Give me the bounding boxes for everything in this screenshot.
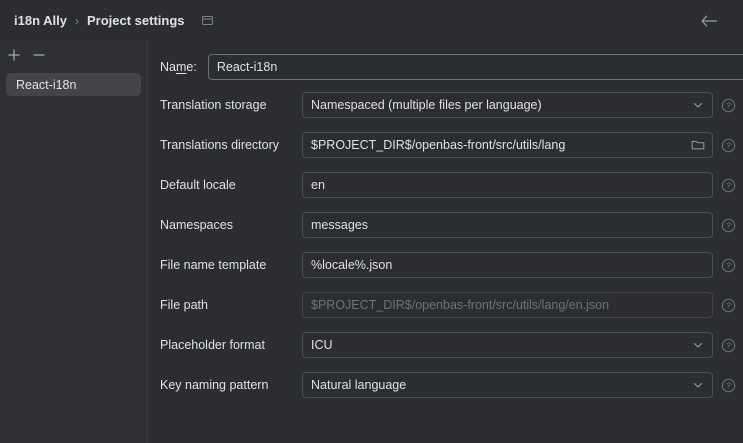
settings-form: Name: React-i18n Translation storage Nam… — [148, 41, 743, 443]
name-input[interactable]: React-i18n — [207, 54, 743, 80]
projects-list: React-i18n — [0, 68, 147, 96]
namespaces-input[interactable]: messages — [302, 212, 713, 238]
default-locale-input[interactable]: en — [302, 172, 713, 198]
file-path-input: $PROJECT_DIR$/openbas-front/src/utils/la… — [302, 292, 713, 318]
key-naming-pattern-value: Natural language — [311, 378, 407, 392]
form-row-name: Name: React-i18n — [148, 49, 743, 85]
folder-icon[interactable] — [687, 133, 709, 157]
form-row-key-naming-pattern: Key naming pattern Natural language ? — [148, 365, 743, 405]
form-row-default-locale: Default locale en ? — [148, 165, 743, 205]
name-input-value: React-i18n — [216, 60, 278, 74]
remove-project-button[interactable] — [28, 44, 50, 66]
svg-text:?: ? — [726, 220, 731, 230]
svg-text:?: ? — [726, 180, 731, 190]
help-circle-icon-namespaces[interactable]: ? — [713, 218, 743, 233]
svg-text:?: ? — [726, 380, 731, 390]
plus-icon — [8, 49, 20, 60]
chevron-down-icon[interactable] — [687, 373, 709, 397]
placeholder-format-label: Placeholder format — [160, 338, 265, 352]
breadcrumb-item-root[interactable]: i18n Ally — [14, 13, 67, 28]
panel-window-icon[interactable] — [201, 14, 214, 27]
form-row-translations-directory: Translations directory $PROJECT_DIR$/ope… — [148, 125, 743, 165]
minus-icon — [33, 53, 45, 56]
translation-storage-value: Namespaced (multiple files per language) — [311, 98, 542, 112]
form-row-placeholder-format: Placeholder format ICU ? — [148, 325, 743, 365]
translations-directory-label: Translations directory — [160, 138, 280, 152]
dialog-body: React-i18n Name: React-i18n Translation … — [0, 41, 743, 443]
default-locale-value: en — [311, 178, 325, 192]
help-circle-icon-placeholder-format[interactable]: ? — [713, 338, 743, 353]
help-circle-icon-translations-directory[interactable]: ? — [713, 138, 743, 153]
help-circle-icon-default-locale[interactable]: ? — [713, 178, 743, 193]
translations-directory-value: $PROJECT_DIR$/openbas-front/src/utils/la… — [311, 138, 566, 152]
svg-text:?: ? — [726, 340, 731, 350]
form-row-file-name-template: File name template %locale%.json ? — [148, 245, 743, 285]
placeholder-format-value: ICU — [311, 338, 333, 352]
key-naming-pattern-select[interactable]: Natural language — [302, 372, 713, 398]
sidebar-item-label: React-i18n — [16, 77, 77, 92]
translation-storage-label: Translation storage — [160, 98, 267, 112]
placeholder-format-select[interactable]: ICU — [302, 332, 713, 358]
form-row-namespaces: Namespaces messages ? — [148, 205, 743, 245]
back-button[interactable] — [695, 8, 721, 34]
svg-text:?: ? — [726, 100, 731, 110]
sidebar-toolbar — [0, 41, 147, 68]
arrow-left-icon — [701, 15, 717, 26]
form-row-translation-storage: Translation storage Namespaced (multiple… — [148, 85, 743, 125]
default-locale-label: Default locale — [160, 178, 236, 192]
svg-text:?: ? — [726, 140, 731, 150]
breadcrumb-separator-icon: › — [74, 13, 79, 28]
projects-sidebar: React-i18n — [0, 41, 148, 443]
sidebar-item-react-i18n[interactable]: React-i18n — [6, 73, 141, 96]
file-path-value: $PROJECT_DIR$/openbas-front/src/utils/la… — [311, 298, 610, 312]
chevron-down-icon[interactable] — [687, 333, 709, 357]
namespaces-value: messages — [311, 218, 368, 232]
help-circle-icon-translation-storage[interactable]: ? — [713, 98, 743, 113]
add-project-button[interactable] — [3, 44, 25, 66]
help-circle-icon-file-name-template[interactable]: ? — [713, 258, 743, 273]
key-naming-pattern-label: Key naming pattern — [160, 378, 269, 392]
dialog-header: i18n Ally › Project settings — [0, 0, 743, 41]
svg-text:?: ? — [726, 260, 731, 270]
file-name-template-input[interactable]: %locale%.json — [302, 252, 713, 278]
breadcrumb-item-current[interactable]: Project settings — [86, 13, 185, 28]
namespaces-label: Namespaces — [160, 218, 233, 232]
chevron-down-icon[interactable] — [687, 93, 709, 117]
file-name-template-value: %locale%.json — [311, 258, 393, 272]
translation-storage-select[interactable]: Namespaced (multiple files per language) — [302, 92, 713, 118]
file-name-template-label: File name template — [160, 258, 267, 272]
translations-directory-input[interactable]: $PROJECT_DIR$/openbas-front/src/utils/la… — [302, 132, 713, 158]
name-label: Name: — [160, 60, 197, 74]
form-row-file-path: File path $PROJECT_DIR$/openbas-front/sr… — [148, 285, 743, 325]
help-circle-icon-file-path[interactable]: ? — [713, 298, 743, 313]
svg-text:?: ? — [726, 300, 731, 310]
breadcrumb: i18n Ally › Project settings — [14, 13, 214, 28]
file-path-label: File path — [160, 298, 208, 312]
help-circle-icon-key-naming-pattern[interactable]: ? — [713, 378, 743, 393]
